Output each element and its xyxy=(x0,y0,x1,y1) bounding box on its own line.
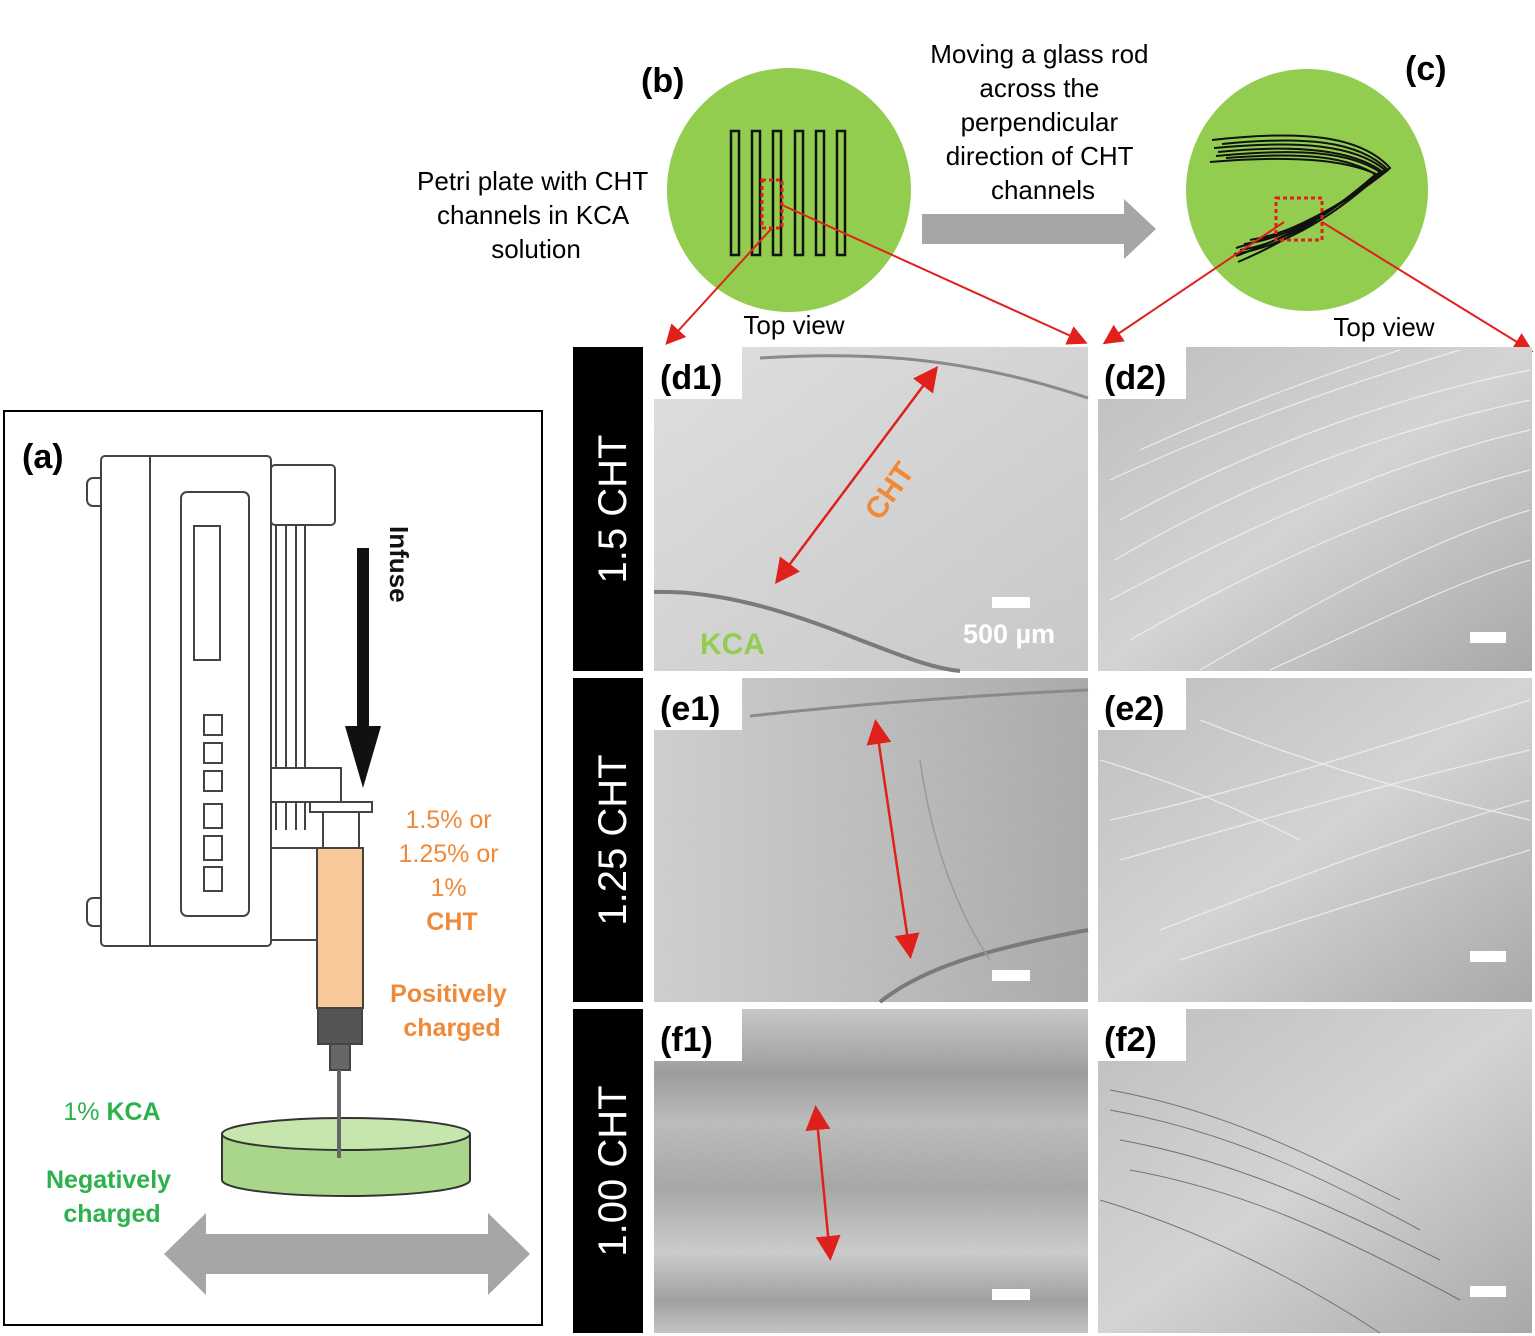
zoom-line-b-left xyxy=(665,227,773,345)
scale-bar-e2 xyxy=(1470,951,1506,962)
micrograph-d1: (d1) CHT KCA 500 µm xyxy=(653,347,1089,673)
panel-e1-tag: (e1) xyxy=(660,690,720,728)
bent-fibers xyxy=(1209,134,1392,263)
zoom-line-b-right xyxy=(781,204,1088,345)
zoom-line-c-right xyxy=(1321,221,1534,353)
panel-a-tag: (a) xyxy=(22,438,64,476)
row-label-bg-2 xyxy=(573,678,643,1002)
panel-c-tag: (c) xyxy=(1405,50,1447,88)
row-labels: 1.5 CHT 1.25 CHT 1.00 CHT xyxy=(573,347,643,1333)
process-step: Moving a glass rod across the perpendicu… xyxy=(922,39,1156,259)
infuse-label: Infuse xyxy=(384,526,414,603)
panel-d1-tag: (d1) xyxy=(660,359,722,397)
petri-dish xyxy=(221,1117,471,1197)
channel-width-arrow-d1 xyxy=(775,365,938,585)
row-label-bg-1 xyxy=(573,347,643,671)
zoom-box-c xyxy=(1274,196,1324,242)
stage-motion-arrow xyxy=(164,1213,530,1295)
scale-bar-f2 xyxy=(1470,1286,1506,1297)
syringe-pump xyxy=(86,455,342,947)
zoom-line-c-left xyxy=(1102,221,1285,345)
row-label-3: 1.00 CHT xyxy=(591,1085,635,1256)
panel-c: (c) Top view xyxy=(1102,50,1534,353)
petri-plate-caption: Petri plate with CHT channels in KCA sol… xyxy=(417,166,655,264)
top-view-label-b: Top view xyxy=(743,310,844,340)
process-caption: Moving a glass rod across the perpendicu… xyxy=(930,39,1155,205)
syringe xyxy=(309,801,373,1158)
kca-label: 1% KCA xyxy=(63,1098,160,1126)
row-label-bg-3 xyxy=(573,1009,643,1333)
infuse-arrow xyxy=(345,548,381,788)
panel-d2-tag: (d2) xyxy=(1104,359,1166,397)
petri-plate-b xyxy=(667,68,911,312)
row-label-2: 1.25 CHT xyxy=(591,754,635,925)
scale-bar-f1 xyxy=(992,1289,1030,1300)
panel-b-tag: (b) xyxy=(641,62,684,100)
cht-charge-label: Positively charged xyxy=(390,980,514,1042)
panel-a: (a) Infuse xyxy=(3,410,543,1326)
channel-width-arrow-f1 xyxy=(805,1105,841,1261)
panel-f2-tag: (f2) xyxy=(1104,1021,1157,1059)
panel-b: (b) Petri plate with CHT channels in KCA… xyxy=(417,62,1088,345)
micrograph-f1: (f1) xyxy=(654,1009,1088,1333)
cht-channels xyxy=(729,129,847,257)
row-label-1: 1.5 CHT xyxy=(591,435,635,584)
petri-plate-c xyxy=(1186,69,1428,311)
channel-width-arrow-e1 xyxy=(866,719,920,959)
micrograph-f2: (f2) xyxy=(1098,1009,1532,1334)
kca-charge-label: Negatively charged xyxy=(46,1166,178,1228)
process-arrow xyxy=(922,199,1156,259)
panel-e2-tag: (e2) xyxy=(1104,690,1164,728)
cht-concentration-label: 1.5% or 1.25% or 1% CHT xyxy=(398,806,505,936)
scale-bar-label: 500 µm xyxy=(963,619,1055,649)
micrograph-e2: (e2) xyxy=(1098,678,1532,1002)
kca-annotation: KCA xyxy=(700,628,765,661)
scale-bar-d2 xyxy=(1470,632,1506,643)
scale-bar-e1 xyxy=(992,970,1030,981)
top-view-label-c: Top view xyxy=(1333,312,1434,342)
panel-f1-tag: (f1) xyxy=(660,1021,713,1059)
scale-bar-d1 xyxy=(992,597,1030,608)
micrograph-e1: (e1) xyxy=(654,678,1089,1004)
micrograph-d2: (d2) xyxy=(1098,347,1532,671)
